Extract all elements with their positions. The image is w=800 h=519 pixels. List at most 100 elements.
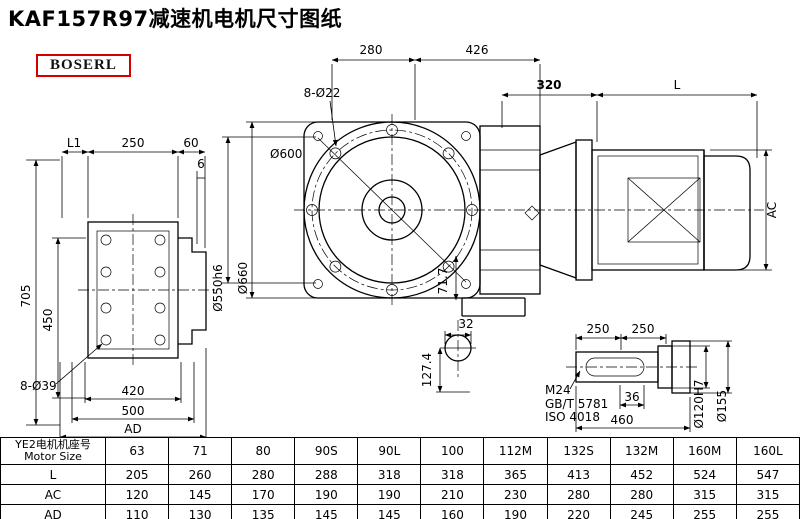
corner-hole <box>461 131 471 141</box>
dim-60: 60 <box>183 136 198 150</box>
dim-AD: AD <box>124 422 141 436</box>
flange-diameter-dimensions: Ø550h6 Ø660 71.7 <box>211 121 459 312</box>
label-iso-4018: ISO 4018 <box>545 410 600 424</box>
dim-320: 320 <box>536 78 561 92</box>
value-L: 288 <box>294 464 359 485</box>
row-label-L: L <box>0 464 106 485</box>
value-L: 260 <box>168 464 233 485</box>
value-AC: 280 <box>546 484 611 505</box>
bolt-hole <box>442 147 455 160</box>
motor-size-100: 100 <box>420 437 485 465</box>
motor-size-160l: 160L <box>735 437 800 465</box>
value-L: 547 <box>735 464 800 485</box>
motor-size-80: 80 <box>231 437 296 465</box>
plate-hole <box>100 334 112 346</box>
table-header-row: YE2电机机座号 Motor Size 63 71 80 90S 90L 100… <box>0 437 800 465</box>
value-AD: 245 <box>609 504 674 519</box>
value-L: 365 <box>483 464 548 485</box>
table-row-AD: AD 110 130 135 145 145 160 190 220 245 2… <box>0 504 800 519</box>
dim-AC: AC <box>765 202 779 218</box>
value-L: 280 <box>231 464 296 485</box>
motor-size-71: 71 <box>168 437 233 465</box>
dim-8-d39: 8-Ø39 <box>20 379 57 393</box>
motor-size-63: 63 <box>104 437 170 465</box>
length-dimensions: 320 L <box>501 78 758 158</box>
dim-71-7: 71.7 <box>436 268 450 295</box>
technical-drawing: 280 426 8-Ø22 Ø600 320 L <box>19 43 779 437</box>
value-AC: 145 <box>168 484 233 505</box>
flange-left-view <box>78 214 218 368</box>
dim-32: 32 <box>458 317 473 331</box>
dim-6: 6 <box>197 157 205 171</box>
dim-8-d22: 8-Ø22 <box>304 86 341 100</box>
dim-L: L <box>674 78 681 92</box>
dim-250-b: 250 <box>632 322 655 336</box>
table-header-en: Motor Size <box>24 450 82 463</box>
shaft-section-detail: 32 127.4 <box>420 317 476 393</box>
dim-d600: Ø600 <box>270 147 302 161</box>
value-AC: 315 <box>672 484 737 505</box>
diamond-mark <box>524 205 540 221</box>
dim-420: 420 <box>122 384 145 398</box>
dim-450: 450 <box>41 309 55 332</box>
keyway <box>585 357 645 377</box>
value-L: 318 <box>420 464 485 485</box>
left-view-dimensions: L1 250 60 6 705 450 420 500 <box>19 136 207 437</box>
top-dimensions: 280 426 8-Ø22 Ø600 <box>270 43 541 161</box>
dim-426: 426 <box>466 43 489 57</box>
plate-hole <box>154 266 166 278</box>
value-AD: 255 <box>735 504 800 519</box>
output-shaft-detail: 250 250 M24 GB/T 5781 ISO 4018 36 460 Ø1… <box>545 322 732 432</box>
value-AD: 220 <box>546 504 611 519</box>
table-row-AC: AC 120 145 170 190 190 210 230 280 280 3… <box>0 484 800 505</box>
boserl-logo: BOSERL <box>36 54 131 77</box>
page-title: KAF157R97减速机电机尺寸图纸 <box>8 7 343 31</box>
value-AD: 145 <box>357 504 422 519</box>
plate-hole <box>100 302 112 314</box>
table-header-cell: YE2电机机座号 Motor Size <box>0 437 106 465</box>
boserl-logo-text: BOSERL <box>50 57 117 73</box>
value-AC: 190 <box>294 484 359 505</box>
dim-500: 500 <box>122 404 145 418</box>
motor-size-112m: 112M <box>483 437 548 465</box>
value-AC: 315 <box>735 484 800 505</box>
bolt-hole <box>329 147 342 160</box>
motor-size-90s: 90S <box>294 437 359 465</box>
value-L: 524 <box>672 464 737 485</box>
row-label-AD: AD <box>0 504 106 519</box>
dim-d660: Ø660 <box>236 262 250 294</box>
motor-size-table: YE2电机机座号 Motor Size 63 71 80 90S 90L 100… <box>0 437 800 519</box>
value-AD: 190 <box>483 504 548 519</box>
plate-hole <box>154 234 166 246</box>
motor-size-160m: 160M <box>672 437 737 465</box>
dim-250-a: 250 <box>587 322 610 336</box>
row-label-AC: AC <box>0 484 106 505</box>
plate-hole <box>154 334 166 346</box>
dim-d550h6: Ø550h6 <box>211 264 225 312</box>
dim-705: 705 <box>19 285 33 308</box>
value-AD: 160 <box>420 504 485 519</box>
value-AD: 255 <box>672 504 737 519</box>
dim-L1: L1 <box>67 136 81 150</box>
plate-hole <box>100 266 112 278</box>
value-AD: 145 <box>294 504 359 519</box>
plate-hole <box>154 302 166 314</box>
dim-127-4: 127.4 <box>420 353 434 387</box>
dim-250: 250 <box>122 136 145 150</box>
dim-d155: Ø155 <box>715 390 729 422</box>
value-AC: 280 <box>609 484 674 505</box>
corner-hole <box>313 131 323 141</box>
value-AD: 135 <box>231 504 296 519</box>
value-AC: 210 <box>420 484 485 505</box>
value-AC: 170 <box>231 484 296 505</box>
motor-size-132s: 132S <box>546 437 611 465</box>
flange-front-view <box>294 114 764 306</box>
dim-36: 36 <box>624 390 639 404</box>
corner-hole <box>461 279 471 289</box>
label-m24: M24 <box>545 383 571 397</box>
value-L: 205 <box>104 464 170 485</box>
value-AD: 130 <box>168 504 233 519</box>
value-L: 318 <box>357 464 422 485</box>
table-row-L: L 205 260 280 288 318 318 365 413 452 52… <box>0 464 800 485</box>
